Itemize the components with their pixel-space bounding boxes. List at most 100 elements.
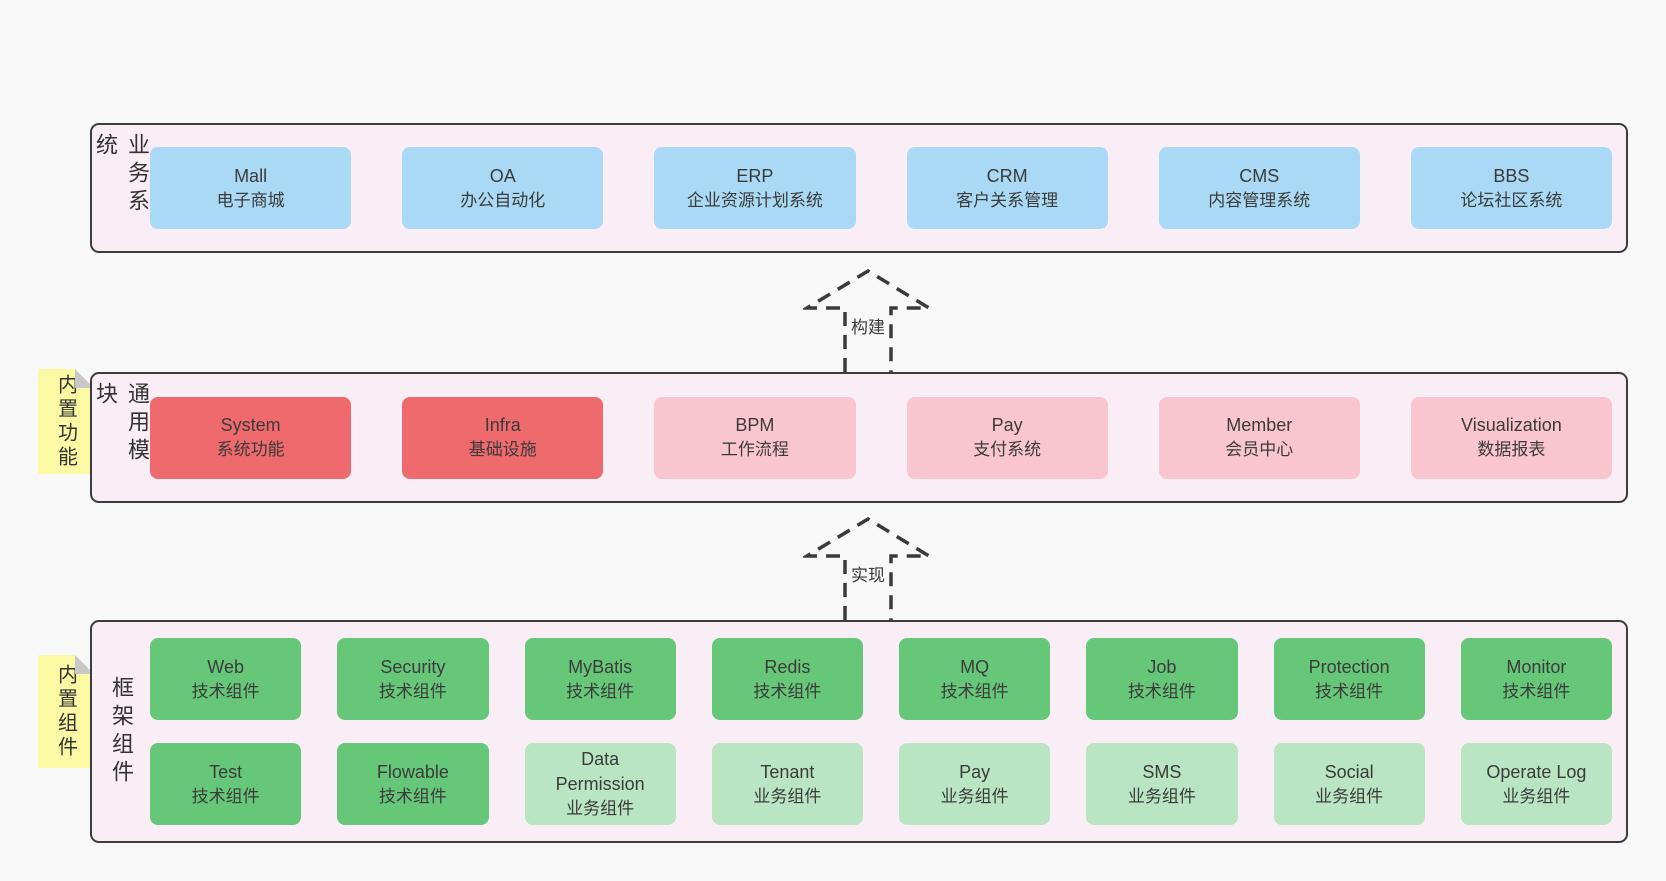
box-subtitle: 业务组件 — [753, 786, 822, 806]
box-erp: ERP 企业资源计划系统 — [654, 147, 856, 229]
section-business-systems: 业务系统 Mall 电子商城 OA 办公自动化 ERP 企业资源计划系统 CRM… — [90, 123, 1628, 253]
box-title: OA — [489, 165, 516, 186]
box-tenant: Tenant 业务组件 — [711, 743, 863, 825]
box-subtitle: 技术组件 — [1127, 681, 1196, 701]
box-operate-log: Operate Log 业务组件 — [1460, 743, 1612, 825]
box-title: Tenant — [760, 761, 815, 782]
box-title: CRM — [986, 165, 1028, 186]
sticky-note-builtin-features: 内置功能 — [38, 369, 94, 474]
box-subtitle: 业务组件 — [940, 786, 1009, 806]
box-social: Social 业务组件 — [1273, 743, 1425, 825]
box-subtitle: 技术组件 — [753, 681, 822, 701]
box-title: Job — [1147, 656, 1177, 677]
box-subtitle: 技术组件 — [1502, 681, 1571, 701]
box-title: Test — [209, 761, 243, 782]
box-sms: SMS 业务组件 — [1086, 743, 1238, 825]
box-crm: CRM 客户关系管理 — [906, 147, 1108, 229]
box-title: Operate Log — [1486, 761, 1587, 782]
sticky-note-text: 内置功能 — [54, 373, 77, 470]
box-title: Visualization — [1461, 415, 1562, 435]
box-title: Infra — [484, 415, 521, 435]
box-title: Mall — [234, 165, 268, 186]
box-infra: Infra 基础设施 — [402, 396, 604, 479]
box-subtitle: 业务组件 — [1502, 786, 1571, 806]
box-protection: Protection 技术组件 — [1273, 638, 1425, 720]
box-title: BPM — [735, 415, 775, 435]
box-subtitle: 技术组件 — [940, 681, 1009, 701]
box-title: Data Permission — [555, 748, 645, 795]
box-subtitle: 基础设施 — [468, 440, 537, 460]
section-label: 业务系统 — [93, 133, 150, 217]
box-subtitle: 支付系统 — [973, 440, 1042, 460]
box-web: Web 技术组件 — [150, 638, 302, 720]
box-subtitle: 业务组件 — [1315, 786, 1384, 806]
box-title: Social — [1324, 761, 1374, 782]
component-boxes: Web 技术组件 Security 技术组件 MyBatis 技术组件 Redi… — [150, 622, 1626, 841]
section-label: 通用模块 — [93, 382, 150, 466]
box-subtitle: 数据报表 — [1477, 440, 1546, 460]
box-title: Flowable — [376, 761, 449, 782]
business-boxes: Mall 电子商城 OA 办公自动化 ERP 企业资源计划系统 CRM 客户关系… — [150, 125, 1626, 251]
box-subtitle: 客户关系管理 — [956, 190, 1059, 210]
box-cms: CMS 内容管理系统 — [1158, 147, 1360, 229]
box-title: Member — [1226, 415, 1293, 435]
box-subtitle: 企业资源计划系统 — [686, 190, 823, 210]
box-data-permission: Data Permission 业务组件 — [524, 743, 676, 825]
box-job: Job 技术组件 — [1086, 638, 1238, 720]
dashed-up-arrow-icon — [803, 516, 933, 620]
box-subtitle: 内容管理系统 — [1208, 190, 1311, 210]
box-title: Pay — [991, 415, 1023, 435]
arrow-implement: 实现 — [803, 516, 933, 620]
box-title: Monitor — [1506, 656, 1567, 677]
module-boxes: System 系统功能 Infra 基础设施 BPM 工作流程 Pay 支付系统… — [150, 374, 1626, 501]
box-mybatis: MyBatis 技术组件 — [524, 638, 676, 720]
box-member: Member 会员中心 — [1158, 396, 1360, 479]
box-monitor: Monitor 技术组件 — [1460, 638, 1612, 720]
box-subtitle: 业务组件 — [1127, 786, 1196, 806]
dashed-up-arrow-icon — [803, 268, 933, 372]
box-pay-component: Pay 业务组件 — [899, 743, 1051, 825]
box-title: Protection — [1308, 656, 1390, 677]
box-title: SMS — [1142, 761, 1182, 782]
box-pay-module: Pay 支付系统 — [906, 396, 1108, 479]
box-flowable: Flowable 技术组件 — [337, 743, 489, 825]
box-bpm: BPM 工作流程 — [654, 396, 856, 479]
sticky-note-text: 内置组件 — [54, 663, 77, 760]
box-title: Redis — [764, 656, 811, 677]
box-subtitle: 业务组件 — [566, 799, 635, 819]
box-redis: Redis 技术组件 — [711, 638, 863, 720]
box-title: MyBatis — [568, 656, 633, 677]
box-title: Pay — [959, 761, 991, 782]
box-subtitle: 论坛社区系统 — [1460, 190, 1563, 210]
box-subtitle: 技术组件 — [191, 681, 260, 701]
box-security: Security 技术组件 — [337, 638, 489, 720]
sticky-note-builtin-components: 内置组件 — [38, 655, 94, 768]
box-test: Test 技术组件 — [150, 743, 302, 825]
box-subtitle: 技术组件 — [191, 786, 260, 806]
box-system: System 系统功能 — [150, 396, 352, 479]
box-subtitle: 技术组件 — [378, 681, 447, 701]
box-subtitle: 电子商城 — [216, 190, 285, 210]
box-subtitle: 技术组件 — [566, 681, 635, 701]
box-subtitle: 会员中心 — [1225, 440, 1294, 460]
box-title: CMS — [1239, 165, 1280, 186]
box-visualization: Visualization 数据报表 — [1410, 396, 1612, 479]
box-bbs: BBS 论坛社区系统 — [1410, 147, 1612, 229]
box-title: Security — [380, 656, 446, 677]
box-subtitle: 系统功能 — [216, 440, 285, 460]
box-mall: Mall 电子商城 — [150, 147, 352, 229]
box-title: ERP — [736, 165, 774, 186]
box-mq: MQ 技术组件 — [899, 638, 1051, 720]
box-title: BBS — [1493, 165, 1530, 186]
arrow-build: 构建 — [803, 268, 933, 372]
section-label: 框架组件 — [109, 675, 134, 788]
box-title: Web — [207, 656, 244, 677]
arrow-label: 构建 — [847, 312, 889, 339]
box-subtitle: 技术组件 — [1315, 681, 1384, 701]
section-common-modules: 通用模块 System 系统功能 Infra 基础设施 BPM 工作流程 Pay… — [90, 372, 1628, 503]
box-title: MQ — [960, 656, 990, 677]
arrow-label: 实现 — [847, 560, 889, 587]
box-subtitle: 工作流程 — [720, 440, 789, 460]
box-subtitle: 办公自动化 — [460, 190, 546, 210]
